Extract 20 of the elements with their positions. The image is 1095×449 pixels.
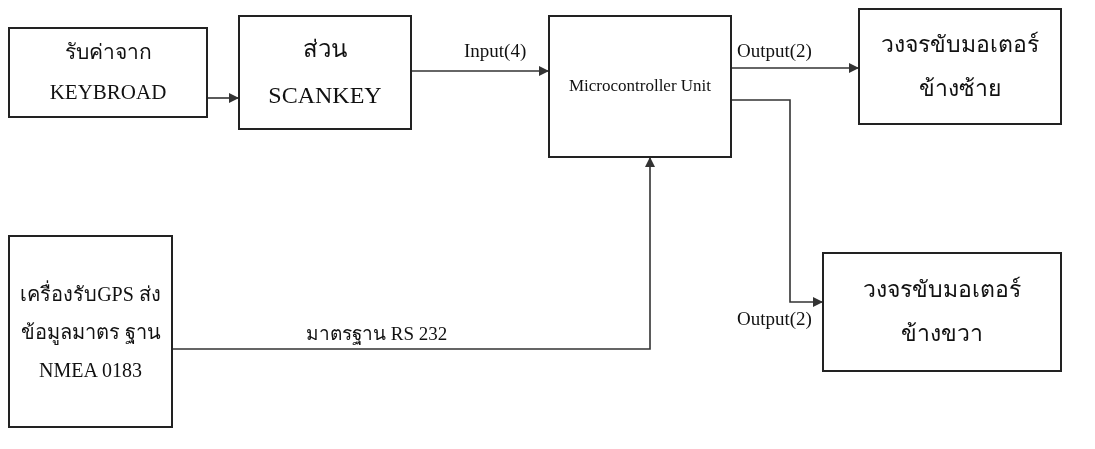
process-box — [548, 15, 732, 158]
process-box — [8, 27, 208, 118]
process-box — [238, 15, 412, 130]
edge-label: Output(2) — [735, 40, 814, 62]
arrow — [207, 93, 239, 103]
process-box — [8, 235, 173, 428]
box-text: Microcontroller Unit — [567, 75, 713, 98]
arrow — [731, 99, 823, 307]
arrow — [172, 157, 655, 350]
edge-label: Input(4) — [462, 40, 529, 62]
arrow — [411, 66, 549, 76]
box-text: เครื่องรับGPS ส่งข้อมูลมาตร ฐาน NMEA 0183 — [19, 279, 162, 383]
box-text: ส่วน SCANKEY — [267, 34, 383, 110]
box-text: วงจรขับมอเตอร์ ข้างขวา — [862, 275, 1022, 348]
process-box — [858, 8, 1062, 125]
process-box — [822, 252, 1062, 372]
box-text: รับค่าจาก KEYBROAD — [48, 38, 168, 106]
arrow — [731, 63, 859, 73]
edge-label: Output(2) — [735, 308, 814, 330]
box-text: วงจรขับมอเตอร์ ข้างซ้าย — [880, 30, 1040, 103]
